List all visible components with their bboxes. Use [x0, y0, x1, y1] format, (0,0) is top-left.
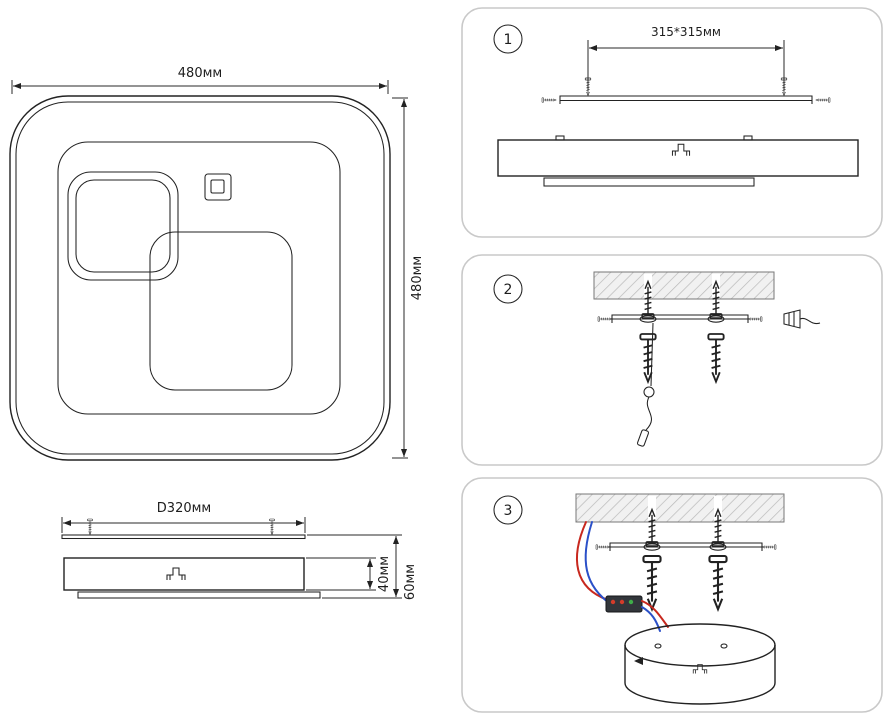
keyhole-washer — [643, 543, 661, 551]
diameter-dimension: D320мм — [61, 501, 306, 533]
width-label: 480мм — [178, 66, 222, 81]
base-mount-hole — [720, 643, 728, 649]
wire-blue — [584, 521, 613, 606]
drill-hole — [714, 496, 722, 520]
step-2-border — [461, 254, 883, 466]
height-40-dimension: 40мм — [306, 556, 392, 592]
wire-blue — [641, 606, 661, 632]
height-dimension: 480мм — [392, 97, 425, 459]
ceiling-hatch — [575, 493, 785, 523]
lamp-body-profile — [63, 557, 305, 591]
lamp-body-profile — [497, 139, 859, 177]
driver-box-inner — [210, 179, 225, 194]
safety-cable — [637, 322, 655, 447]
step-1-number: 1 — [504, 32, 513, 48]
terminal-dot — [610, 599, 616, 605]
screw-head-mark — [743, 135, 753, 141]
step-1-panel: 1 315*315мм — [461, 7, 883, 238]
keyhole-washer — [639, 315, 657, 323]
ceiling-hatch — [593, 271, 775, 300]
step-3-number: 3 — [504, 503, 513, 519]
height-60-label: 60мм — [403, 564, 418, 600]
step-3-panel: 3 — [461, 477, 883, 713]
drill-hole — [648, 496, 656, 520]
drill-hole — [644, 274, 652, 297]
fixture-wires — [641, 600, 669, 632]
step-1-border — [461, 7, 883, 238]
wire-twist-connector-icon — [783, 309, 821, 329]
diameter-label: D320мм — [157, 501, 211, 516]
keyhole-washer — [707, 315, 725, 323]
mount-spacing-label: 315*315мм — [651, 25, 721, 39]
step-2-number-badge — [493, 274, 523, 304]
diffuser-panel-profile — [543, 177, 755, 187]
step-3-border — [461, 477, 883, 713]
drill-hole — [712, 274, 720, 297]
lamp-square-top-left-inner — [75, 179, 171, 273]
mounting-plate-profile — [61, 534, 306, 540]
terminal-dot — [628, 599, 634, 605]
driver-box — [204, 173, 232, 201]
screw-head-mark — [555, 135, 565, 141]
base-mount-hole — [654, 643, 662, 649]
alignment-arrow-icon — [634, 657, 643, 665]
lamp-base-cylinder — [624, 623, 776, 705]
screw-icon — [269, 518, 275, 535]
terminal-dot — [619, 599, 625, 605]
height-60-dimension: 60мм — [307, 534, 418, 600]
wire-red — [575, 521, 609, 601]
base-bottom-rim — [624, 682, 776, 705]
height-40-label: 40мм — [377, 556, 392, 592]
lamp-square-top-left-outer — [67, 171, 179, 281]
width-dimension: 480мм — [11, 66, 389, 94]
supply-wires — [575, 521, 613, 606]
step-2-panel: 2 — [461, 254, 883, 466]
diffuser-panel-profile — [77, 591, 321, 599]
wire-red — [641, 600, 669, 628]
lamp-outer-frame — [9, 95, 391, 461]
lamp-inner-light-ring — [57, 141, 341, 415]
spring-clip-icon — [166, 567, 186, 581]
lamp-outer-frame-inner-edge — [15, 101, 385, 455]
cable-connector — [637, 429, 649, 447]
side-view-drawing: D320мм 40мм 60мм — [61, 501, 418, 600]
step-1-number-badge — [493, 24, 523, 54]
step-2-number: 2 — [504, 282, 513, 298]
terminal-block-icon — [605, 595, 643, 613]
keyhole-washer — [709, 543, 727, 551]
front-view-drawing: 480мм 480мм — [9, 66, 425, 461]
lamp-square-bottom-right — [149, 231, 293, 391]
screw-icon — [87, 518, 93, 535]
height-label: 480мм — [410, 256, 425, 300]
step-3-number-badge — [493, 495, 523, 525]
